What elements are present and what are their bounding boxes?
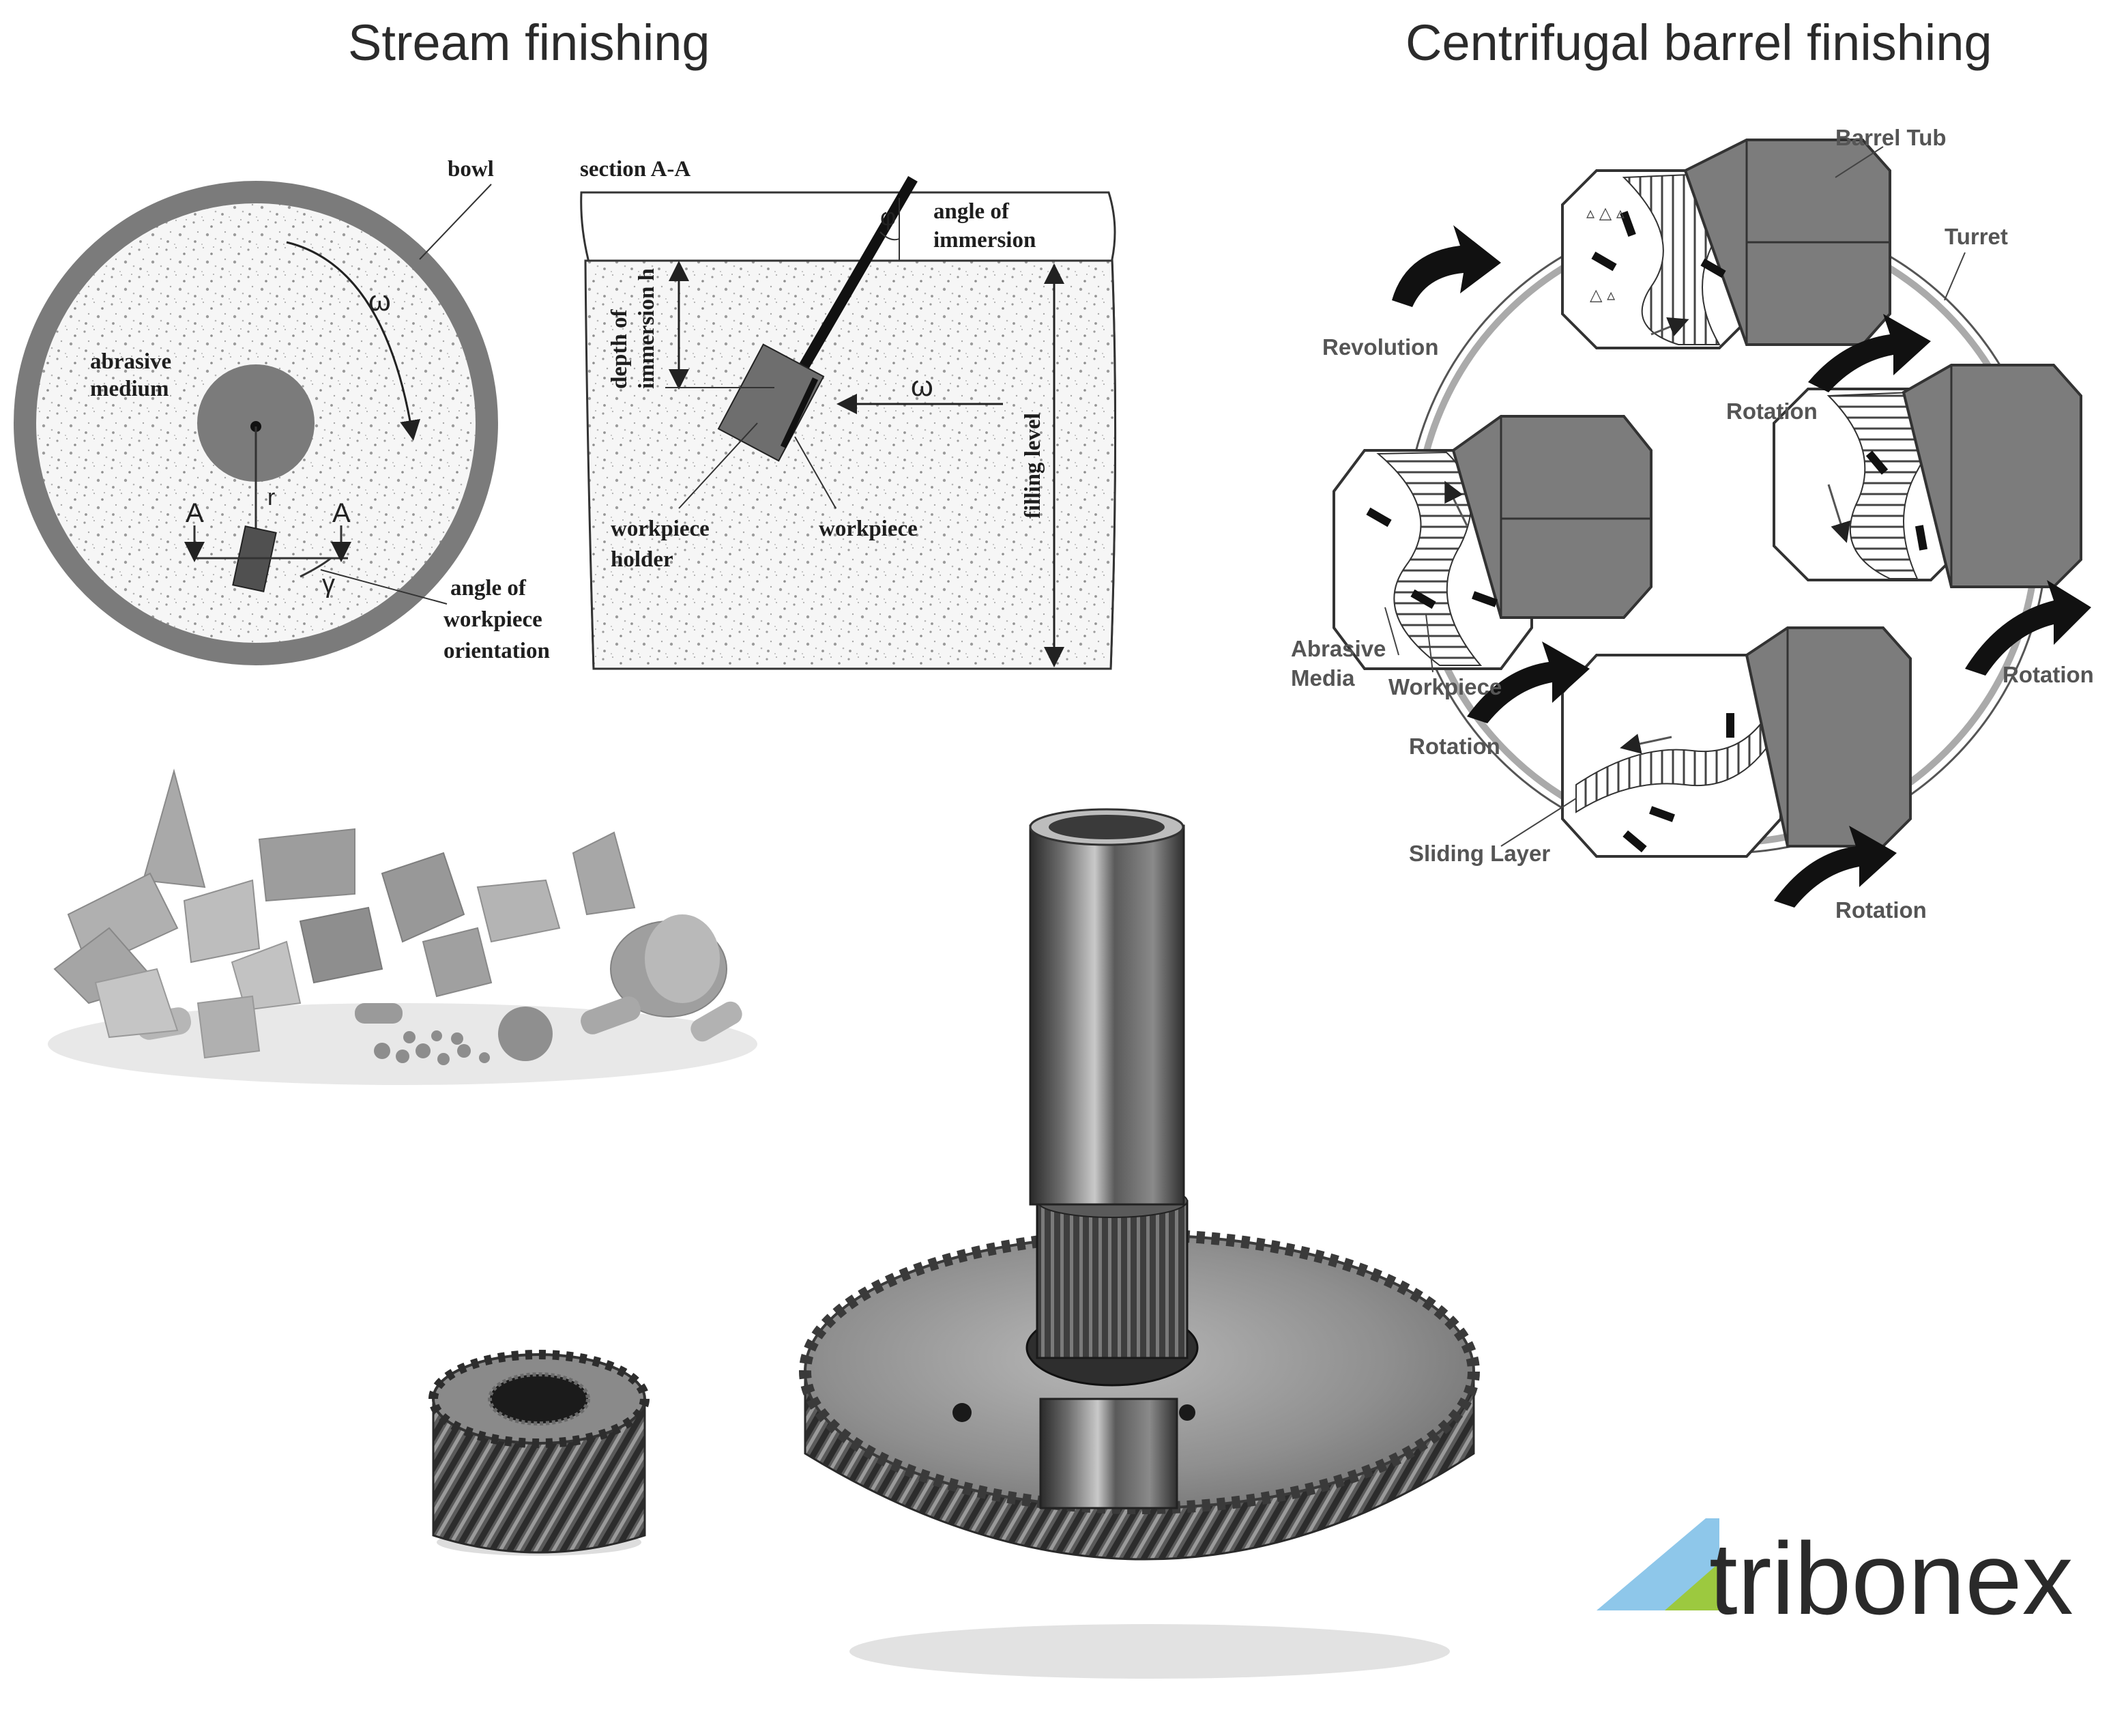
- tribonex-logo: tribonex: [1597, 1518, 2073, 1636]
- immersion-angle-1: angle of: [933, 199, 1010, 224]
- stream-finishing-title: Stream finishing: [348, 14, 710, 71]
- abrasive-leader: [1384, 607, 1399, 656]
- bowl-label: bowl: [448, 157, 494, 182]
- workpiece-section: [717, 343, 825, 462]
- depth-label-2: immersion h: [635, 268, 659, 389]
- barrel-top: ▵ △ ▵ △ ▵: [1561, 139, 1891, 349]
- depth-label-1: depth of: [607, 309, 632, 389]
- rotation-bottom-label: Rotation: [1835, 897, 1927, 923]
- rotation-arrow-top: [1808, 314, 1931, 392]
- revolution-arrow: [1392, 225, 1501, 307]
- centrifugal-diagram: ▵ △ ▵ △ ▵: [1291, 125, 2094, 923]
- holder-label-1: workpiece: [611, 517, 710, 541]
- barrel-left: [1333, 415, 1653, 670]
- section-A-left: A: [186, 498, 204, 528]
- barrel-tub-leader: [1835, 146, 1884, 178]
- revolution-label: Revolution: [1322, 334, 1439, 360]
- rotation-top-label: Rotation: [1726, 399, 1818, 424]
- workpiece-label: workpiece: [819, 517, 918, 541]
- logo-wordmark: tribonex: [1709, 1521, 2073, 1636]
- svg-text:▵ △ ▵: ▵ △ ▵: [1586, 204, 1625, 222]
- holder-label-2: holder: [611, 547, 673, 572]
- logo-mark-blue: [1597, 1518, 1719, 1610]
- omega-label: ω: [368, 285, 391, 317]
- barrel-bottom: [1561, 626, 1912, 858]
- rotation-right-label: Rotation: [2003, 662, 2094, 687]
- sliding-layer-label: Sliding Layer: [1409, 841, 1550, 866]
- r-label: r: [267, 484, 275, 510]
- large-gear-photo: [799, 808, 1480, 1679]
- phi-arc: [879, 231, 900, 241]
- abrasive-media-label-1: Abrasive: [1291, 636, 1386, 661]
- sliding-leader: [1500, 798, 1577, 847]
- abrasive-label-line1: abrasive: [90, 349, 171, 374]
- section-medium: [584, 259, 1117, 670]
- orientation-label-1: angle of: [450, 576, 527, 601]
- barrel-tub-label: Barrel Tub: [1835, 125, 1947, 150]
- svg-text:△ ▵: △ ▵: [1590, 286, 1615, 304]
- orientation-label-2: workpiece: [443, 607, 542, 632]
- rotation-left-label: Rotation: [1409, 734, 1500, 759]
- small-helical-gear-photo: [428, 1350, 650, 1556]
- omega-rotation-arrow: [286, 241, 421, 441]
- rotation-arrow-right: [1965, 580, 2091, 676]
- stream-top-view: bowl ω abrasive medium r A A γ angle of …: [14, 157, 550, 665]
- bowl-leader: [419, 184, 492, 260]
- orientation-label-3: orientation: [443, 639, 550, 663]
- gamma-arc: [300, 557, 332, 578]
- abrasive-label-line2: medium: [90, 377, 169, 401]
- workpiece-c-label: Workpiece: [1388, 674, 1502, 699]
- workpiece-edge: [780, 377, 819, 448]
- logo-mark-green: [1665, 1563, 1719, 1610]
- holder-leader: [678, 422, 758, 509]
- rotation-arrow-bottom: [1774, 826, 1897, 908]
- abrasive-media-label-2: Media: [1291, 665, 1355, 691]
- workpiece-leader: [794, 436, 836, 509]
- section-A-right: A: [332, 498, 351, 528]
- turret-label: Turret: [1945, 224, 2008, 249]
- stream-section-view: section A-A φ angle of immersion depth o…: [580, 157, 1117, 670]
- workpiece-leader-c: [1425, 613, 1433, 673]
- turret-leader: [1944, 252, 1966, 301]
- barrel-right: [1773, 364, 2082, 588]
- immersion-angle-2: immersion: [933, 228, 1036, 252]
- abrasive-media-photo: [48, 768, 757, 1085]
- rotation-arrow-left: [1467, 641, 1590, 723]
- filling-level-label: filling level: [1021, 413, 1045, 519]
- gamma-label: γ: [322, 570, 335, 598]
- orientation-leader: [320, 569, 448, 605]
- phi-label: φ: [880, 203, 896, 231]
- omega-section-label: ω: [911, 370, 933, 402]
- section-label: section A-A: [580, 157, 690, 182]
- centrifugal-title: Centrifugal barrel finishing: [1406, 14, 1992, 71]
